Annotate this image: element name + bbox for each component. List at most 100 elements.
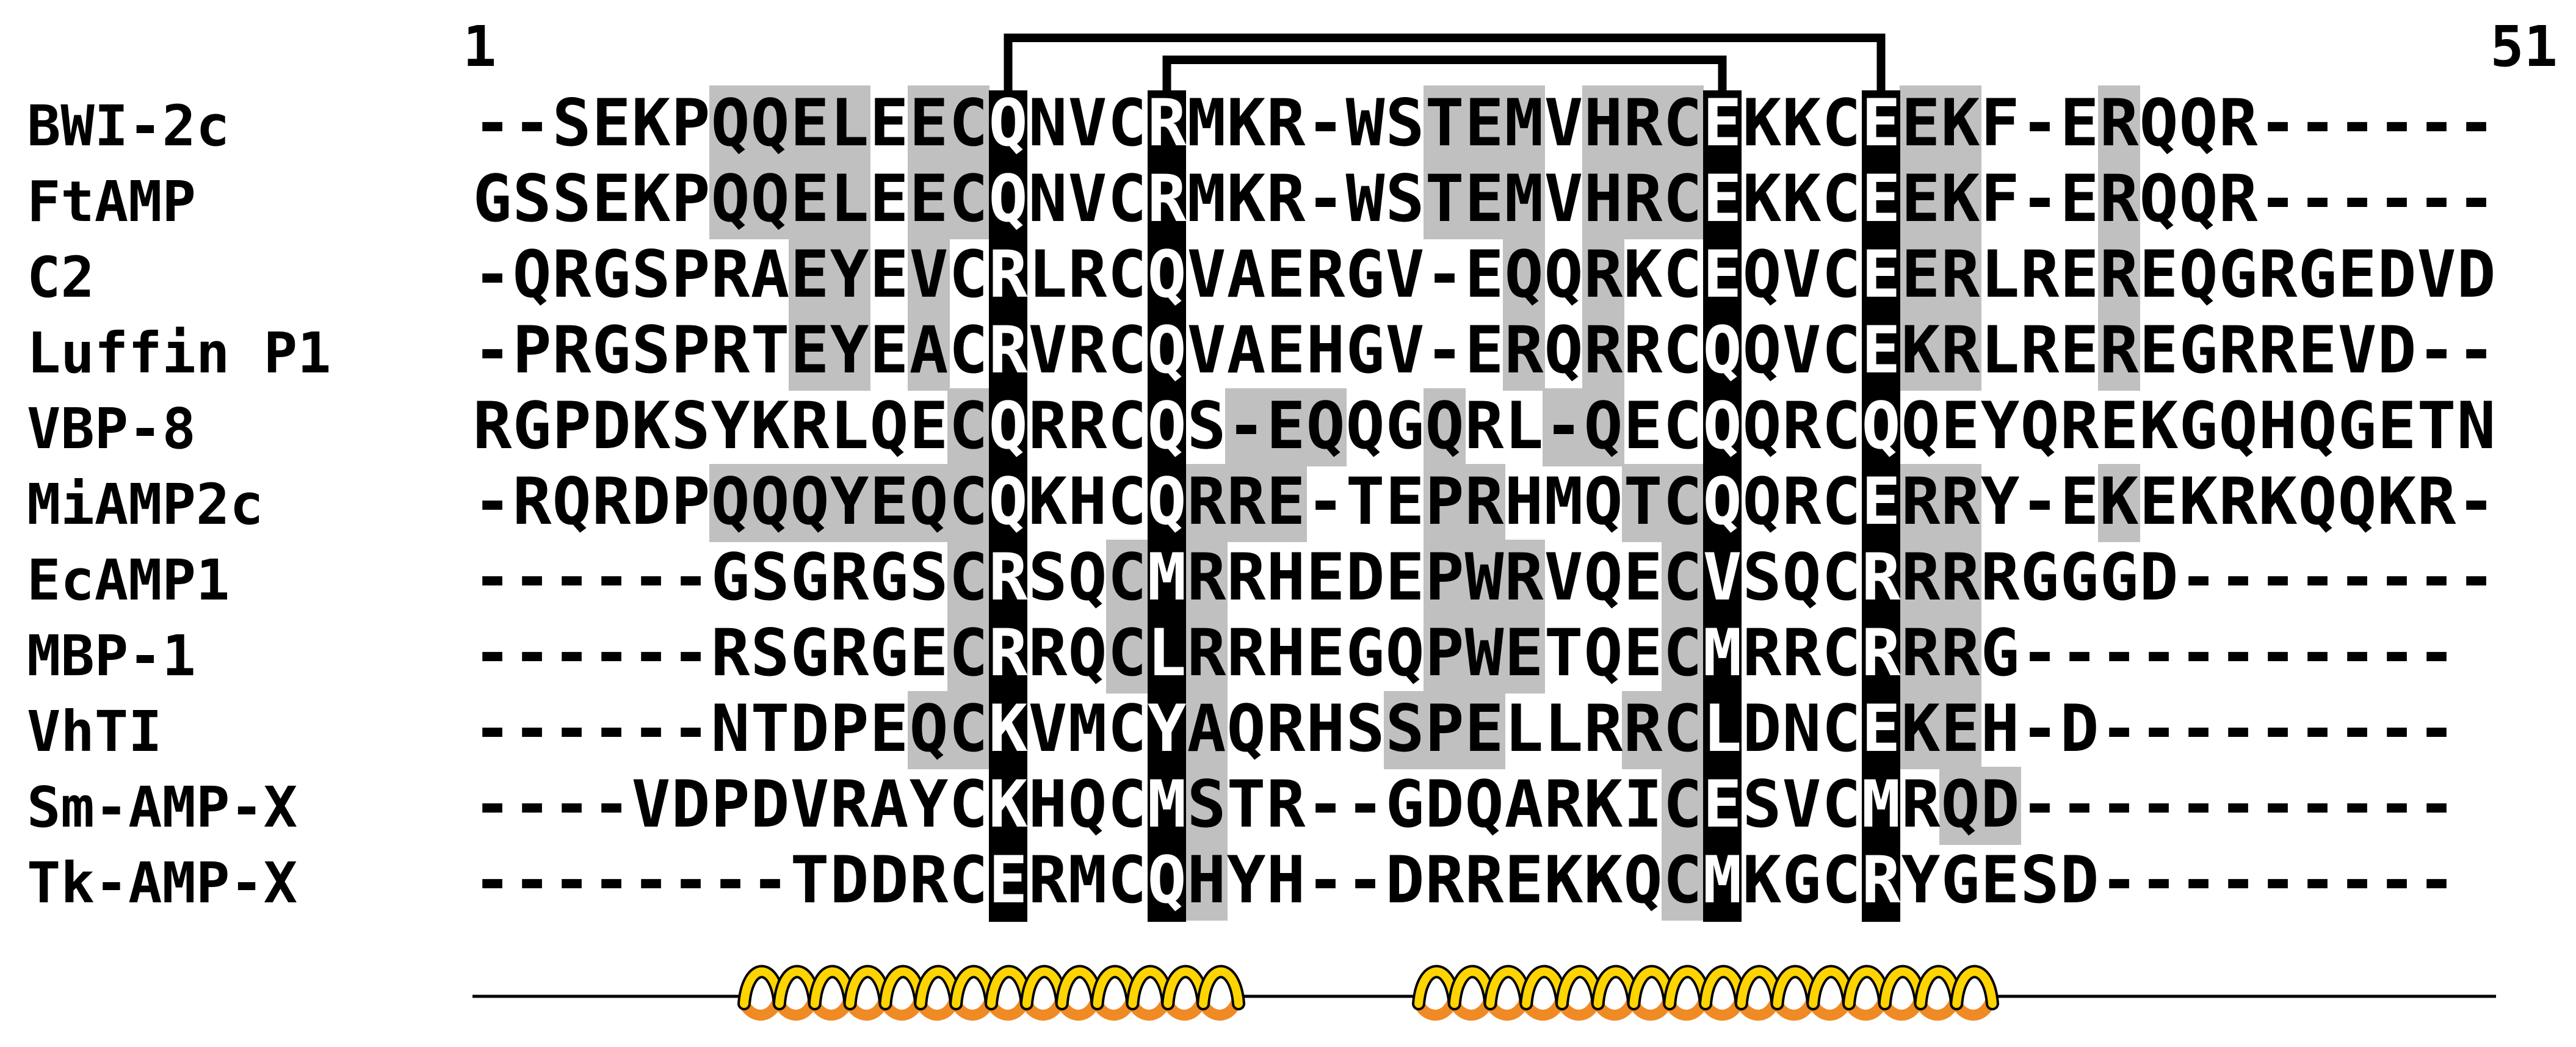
residue: - bbox=[2417, 540, 2456, 615]
residue: P bbox=[1425, 691, 1464, 766]
residue: E bbox=[592, 161, 631, 236]
residue: V bbox=[1187, 313, 1226, 388]
residue: - bbox=[2021, 464, 2060, 539]
residue: - bbox=[592, 767, 631, 842]
conserved-cell-shade bbox=[1662, 540, 1704, 618]
residue: - bbox=[632, 842, 671, 918]
residue: L bbox=[830, 161, 869, 236]
residue: R bbox=[711, 615, 750, 690]
residue: - bbox=[513, 767, 552, 842]
residue: T bbox=[1544, 615, 1583, 690]
sequence-name: Sm-AMP-X bbox=[27, 775, 297, 840]
residue: C bbox=[1822, 388, 1861, 463]
residue: P bbox=[513, 313, 552, 388]
residue: Q bbox=[1544, 313, 1583, 388]
residue: - bbox=[473, 842, 512, 918]
residue: G bbox=[473, 161, 512, 236]
residue: E bbox=[1624, 540, 1663, 615]
conservation-shading bbox=[709, 85, 2140, 921]
residue: G bbox=[592, 313, 631, 388]
residue: K bbox=[1624, 237, 1663, 312]
residue: E bbox=[910, 388, 949, 463]
residue: R bbox=[1941, 615, 1980, 690]
residue: H bbox=[1306, 691, 1345, 766]
residue: K bbox=[1227, 161, 1266, 236]
residue: K bbox=[1227, 85, 1266, 161]
residue: G bbox=[1941, 842, 1980, 918]
residue: - bbox=[2417, 313, 2456, 388]
conserved-cell-shade bbox=[1463, 540, 1505, 618]
conserved-cell-shade bbox=[1622, 691, 1664, 769]
sequence-name: MiAMP2c bbox=[27, 472, 264, 537]
cysteine-residue: K bbox=[989, 691, 1028, 766]
residue: V bbox=[2417, 237, 2456, 312]
residue: R bbox=[1624, 691, 1663, 766]
residue: G bbox=[1386, 767, 1425, 842]
residue: - bbox=[632, 540, 671, 615]
residue: Y bbox=[830, 313, 869, 388]
residue: C bbox=[1822, 161, 1861, 236]
cysteine-residue: Q bbox=[1148, 237, 1187, 312]
residue: R bbox=[1505, 540, 1544, 615]
residue: D bbox=[2457, 237, 2496, 312]
residue: C bbox=[1108, 767, 1147, 842]
conserved-cell-shade bbox=[1503, 161, 1545, 239]
residue: D bbox=[1425, 767, 1464, 842]
residue: K bbox=[632, 388, 671, 463]
residue: - bbox=[2259, 615, 2298, 690]
residue: G bbox=[1981, 615, 2020, 690]
residue: - bbox=[671, 691, 711, 766]
residue: - bbox=[2021, 767, 2060, 842]
residue: - bbox=[711, 842, 750, 918]
conserved-cell-shade bbox=[1424, 161, 1466, 239]
secondary-structure-track bbox=[472, 965, 2496, 1021]
cysteine-residue: E bbox=[1862, 85, 1901, 161]
residue: Y bbox=[910, 767, 949, 842]
residue: - bbox=[1227, 388, 1266, 463]
residue: E bbox=[592, 85, 631, 161]
conserved-cell-shade bbox=[1185, 540, 1228, 618]
residue: V bbox=[1029, 313, 1068, 388]
residue: R bbox=[830, 615, 869, 690]
residue: T bbox=[1425, 85, 1464, 161]
residue: Q bbox=[751, 464, 790, 539]
residue: R bbox=[1227, 540, 1266, 615]
residue: - bbox=[2378, 615, 2417, 690]
residue: E bbox=[870, 313, 909, 388]
residue: - bbox=[2179, 691, 2218, 766]
residue: - bbox=[513, 842, 552, 918]
residue: L bbox=[1029, 237, 1068, 312]
residue: - bbox=[473, 237, 512, 312]
residue: - bbox=[2417, 161, 2456, 236]
residue: R bbox=[1901, 540, 1941, 615]
residue: G bbox=[2179, 388, 2218, 463]
residue: - bbox=[552, 615, 592, 690]
conserved-cell-shade bbox=[1463, 161, 1505, 239]
residue: D bbox=[2060, 691, 2099, 766]
residue: E bbox=[1941, 691, 1980, 766]
residue: - bbox=[2378, 161, 2417, 236]
residue: H bbox=[1584, 161, 1623, 236]
residue: E bbox=[1901, 85, 1941, 161]
residue: S bbox=[1386, 691, 1425, 766]
residue: V bbox=[1544, 85, 1583, 161]
residue: S bbox=[671, 388, 711, 463]
residue: C bbox=[1108, 842, 1147, 918]
residue: H bbox=[1306, 313, 1345, 388]
cysteine-residue: R bbox=[1862, 540, 1901, 615]
residue: - bbox=[2259, 540, 2298, 615]
residue: E bbox=[910, 161, 949, 236]
residue: Q bbox=[2140, 85, 2179, 161]
residue: Q bbox=[2338, 464, 2377, 539]
residue: Q bbox=[1465, 767, 1504, 842]
residue: E bbox=[2060, 161, 2099, 236]
residue: - bbox=[592, 540, 631, 615]
sequence-name: FtAMP bbox=[27, 169, 196, 234]
conserved-cell-shade bbox=[789, 313, 831, 391]
residue: P bbox=[1425, 464, 1464, 539]
residue: S bbox=[1187, 767, 1226, 842]
residue: E bbox=[2100, 388, 2139, 463]
cysteine-residue: E bbox=[1703, 85, 1742, 161]
conserved-cell-shade bbox=[789, 237, 831, 315]
residue: C bbox=[1108, 540, 1147, 615]
